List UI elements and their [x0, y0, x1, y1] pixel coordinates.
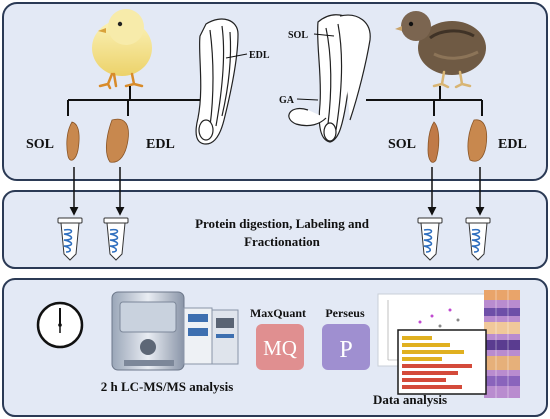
maxquant-label: MaxQuant [250, 306, 306, 320]
clock-icon [36, 301, 84, 349]
ga-label: GA [279, 95, 295, 106]
sample-arrows [69, 167, 485, 216]
perseus-label: Perseus [325, 306, 365, 320]
sol-left-muscle-sample [66, 121, 80, 161]
perseus-logo-icon [322, 324, 370, 370]
right-branch-lines [366, 86, 483, 116]
edl-right-label: EDL [498, 137, 527, 152]
data-analysis-label: Data analysis [373, 392, 447, 407]
sample-tube-icon [465, 217, 491, 261]
edl-left-label: EDL [146, 137, 175, 152]
lcms-label: 2 h LC-MS/MS analysis [101, 379, 234, 394]
sol-right-label: SOL [388, 137, 416, 152]
lc-ms-instrument-image [111, 291, 239, 371]
sample-tube-icon [103, 217, 129, 261]
edl-top-label: EDL [249, 50, 270, 61]
bar-chart-thumbnail [397, 329, 487, 395]
digestion-text-line1: Protein digestion, Labeling and [195, 216, 370, 231]
heatmap-thumbnail [484, 290, 520, 398]
sol-right-muscle-sample [427, 121, 440, 163]
maxquant-logo-icon [256, 324, 304, 370]
middle-panel [2, 190, 548, 269]
yellow-chick-image [92, 9, 152, 90]
perseus-logo-text: P [339, 337, 352, 363]
edl-right-muscle-sample [467, 119, 488, 162]
sol-top-pointer [313, 33, 335, 37]
brown-chick-image [395, 11, 486, 89]
sol-left-label: SOL [26, 137, 54, 152]
left-branch-lines [67, 86, 200, 116]
ga-pointer [296, 98, 319, 101]
right-leg-muscle-drawing [288, 14, 371, 143]
digestion-text-line2: Fractionation [244, 234, 321, 249]
sample-tube-icon [57, 217, 83, 261]
edl-top-pointer [225, 53, 248, 59]
maxquant-logo-text: MQ [263, 336, 297, 360]
edl-left-muscle-sample [106, 118, 129, 163]
left-leg-muscle-drawing [195, 18, 239, 145]
sol-top-label: SOL [288, 30, 308, 41]
sample-tube-icon [417, 217, 443, 261]
